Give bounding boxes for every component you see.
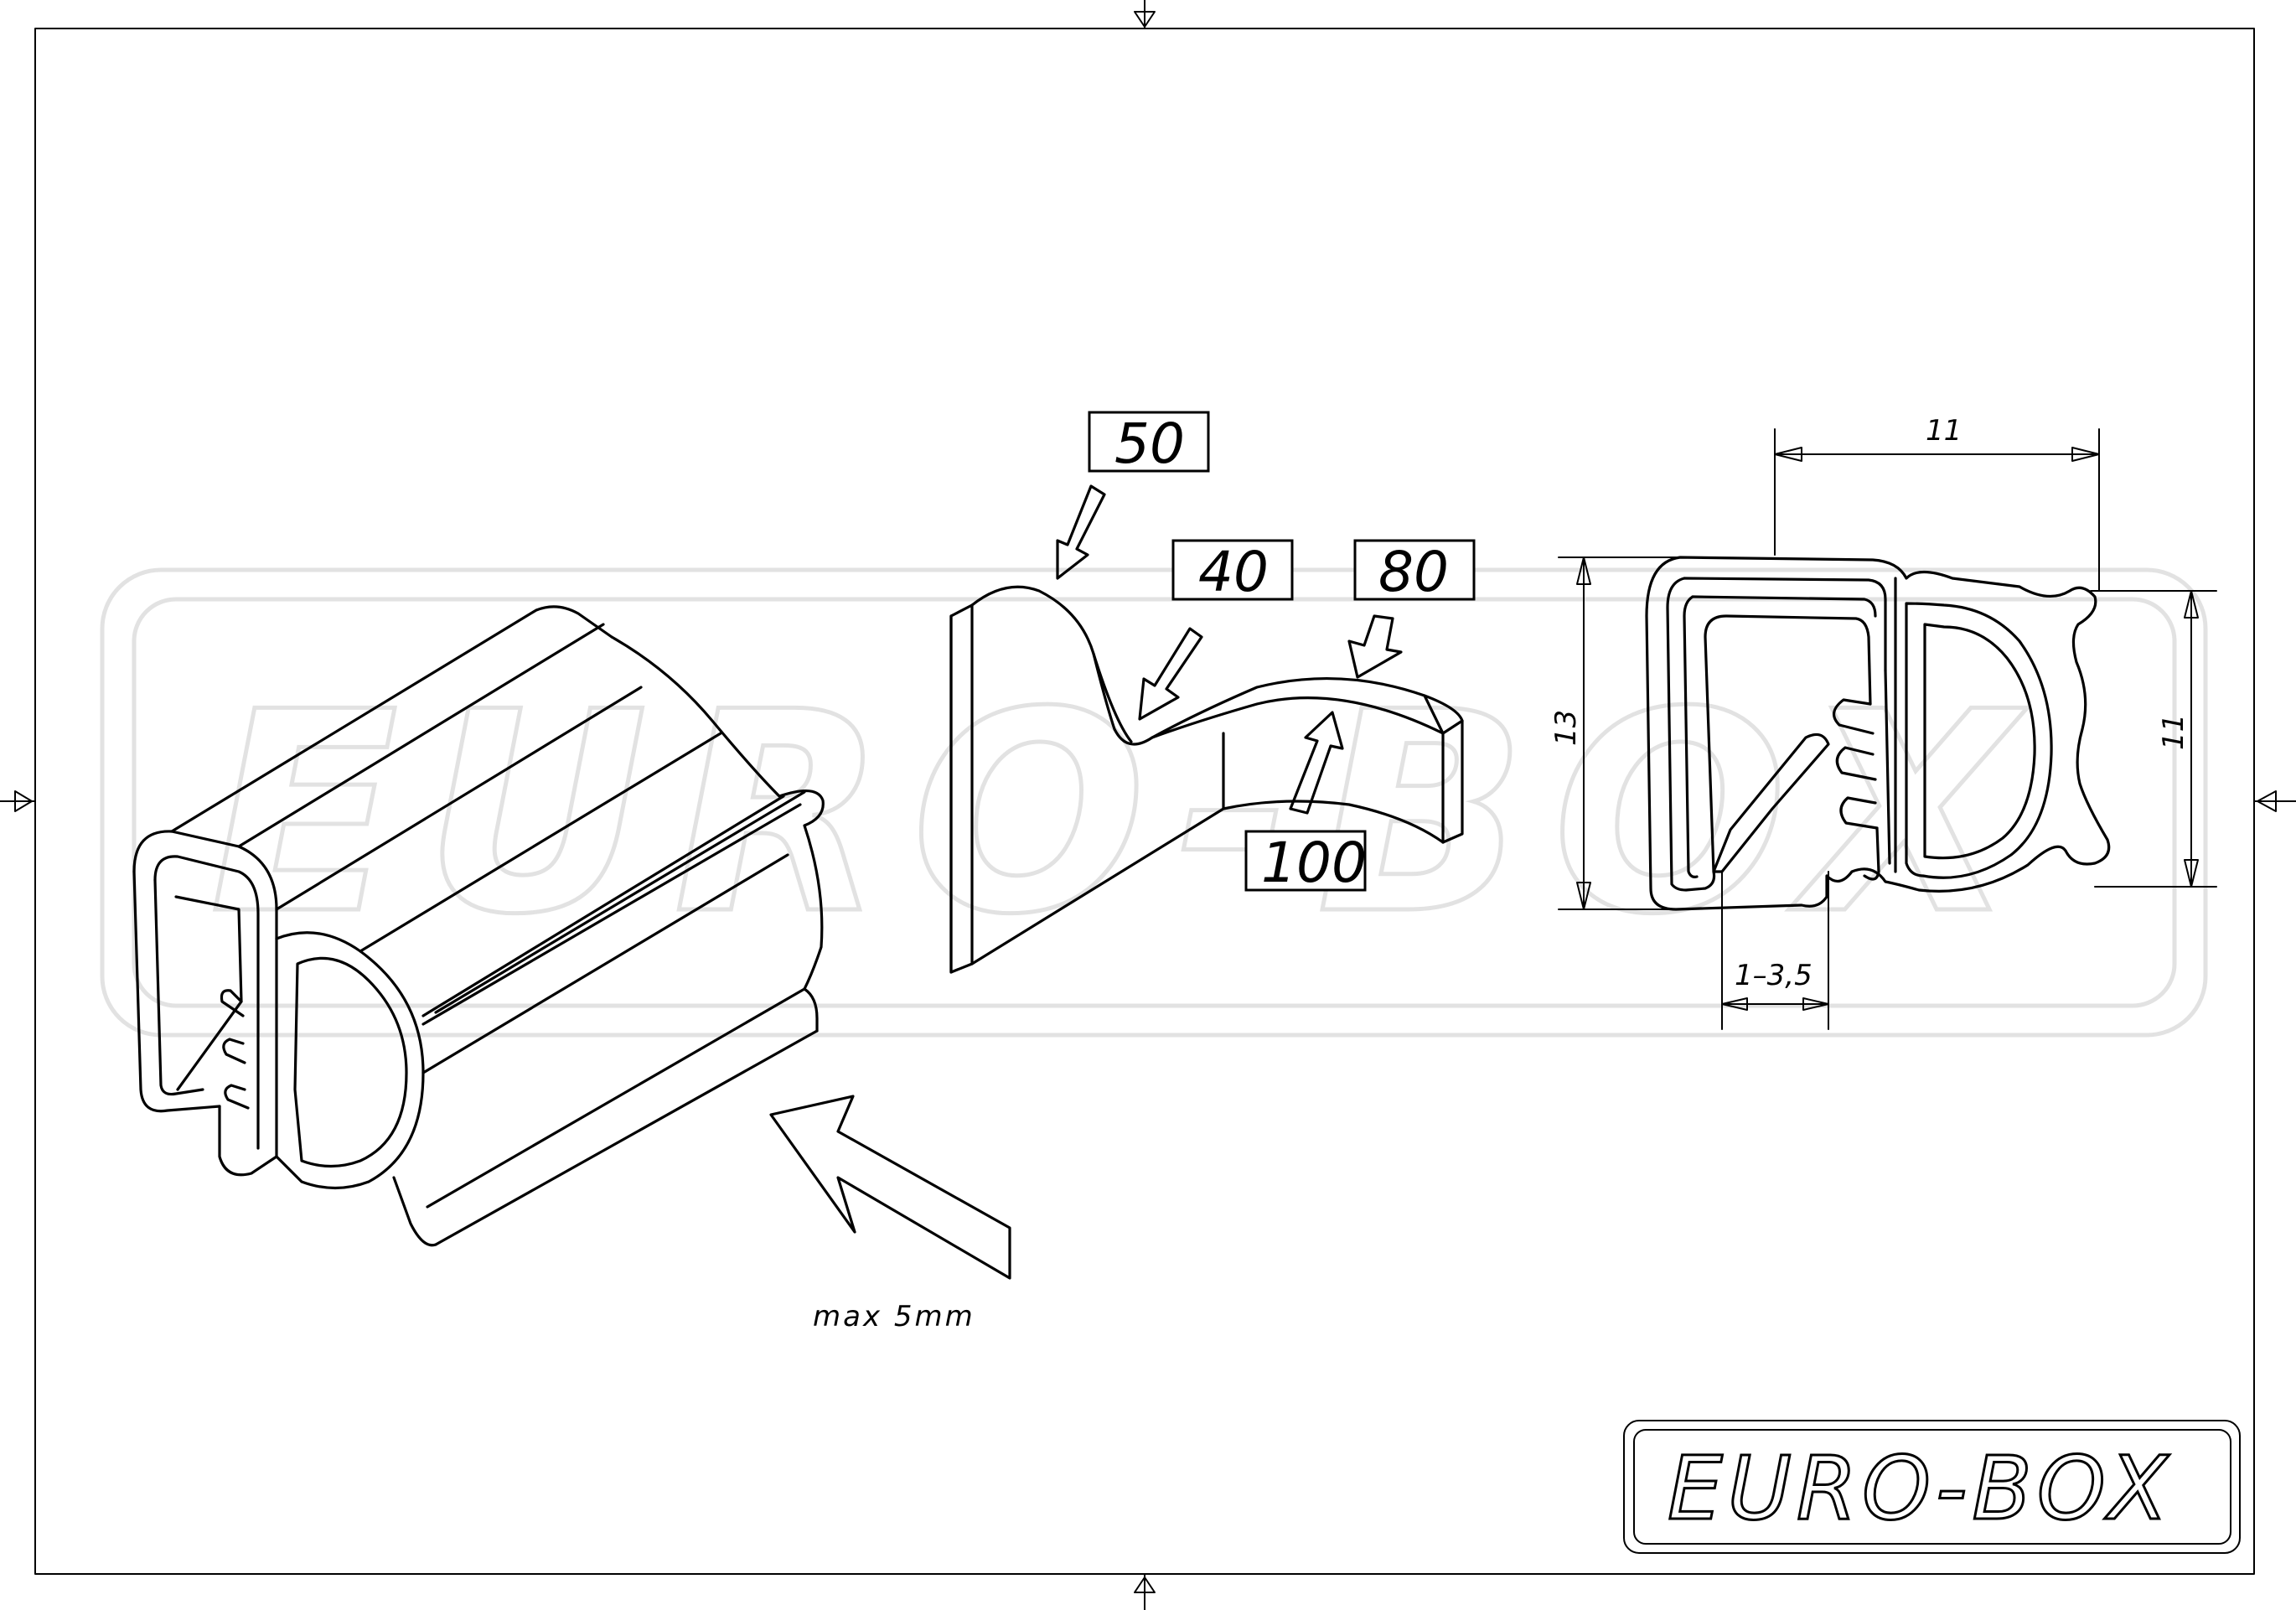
label-d: 100 [1261,831,1367,895]
watermark: EURO-BOX [100,567,2208,1038]
seal-section-view: 11 13 11 1–3,5 [1549,414,2217,1030]
insertion-arrow [769,1095,1011,1280]
seal-isometric-view [132,605,825,1247]
label-box-b [1171,539,1294,601]
dim-grip-range: 1–3,5 [1735,959,1812,992]
label-box-d [1244,830,1367,892]
label-a: 50 [1114,412,1185,476]
dim-width-top: 11 [1926,414,1962,448]
euro-box-logo: EURO-BOX [1623,1420,2241,1554]
label-box-a [1088,411,1210,473]
label-c: 80 [1378,540,1449,604]
arrow-label-a [1056,484,1106,580]
arrow-label-b [1138,627,1203,721]
max-thickness-note: max 5mm [813,1300,975,1333]
dim-height-right: 11 [2157,714,2190,750]
center-mark-top [1134,0,1156,29]
label-box-c [1353,539,1476,601]
force-diagram: 50 40 80 100 [949,411,1476,974]
center-mark-right [2253,790,2296,812]
logo-text: EURO-BOX [1668,1437,2173,1540]
label-b: 40 [1198,540,1269,604]
watermark-text: EURO-BOX [209,653,2041,975]
arrow-label-d [1289,711,1344,815]
center-mark-left [0,790,36,812]
center-mark-bottom [1134,1573,1156,1610]
arrow-label-c [1347,614,1403,679]
dim-height-left: 13 [1549,710,1583,746]
